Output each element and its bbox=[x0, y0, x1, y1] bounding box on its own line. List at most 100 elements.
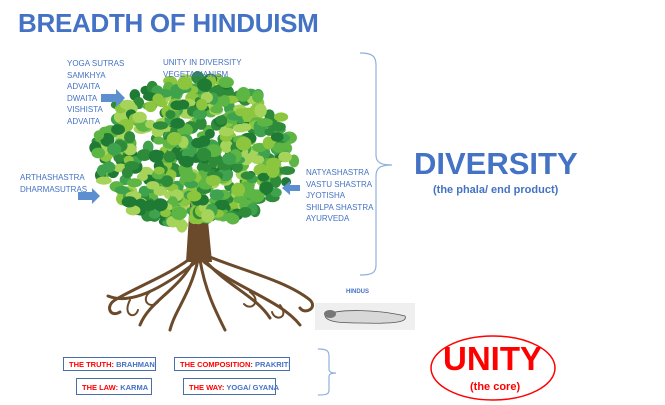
leaf bbox=[136, 172, 148, 182]
leaf bbox=[166, 132, 182, 146]
leaf bbox=[171, 206, 187, 220]
leaf bbox=[181, 148, 195, 159]
unity-subtitle: (the core) bbox=[470, 381, 521, 393]
leaf bbox=[236, 87, 251, 102]
box-key: THE WAY: bbox=[189, 383, 225, 392]
left-texts-list: ARTHASHASTRA DHARMASUTRAS bbox=[20, 172, 87, 195]
list-item: DHARMASUTRAS bbox=[20, 184, 88, 194]
leaf bbox=[235, 136, 252, 151]
leaf bbox=[240, 171, 255, 180]
leaf bbox=[204, 128, 215, 139]
leaf bbox=[152, 121, 168, 130]
leaf bbox=[114, 185, 130, 195]
leaf bbox=[219, 94, 230, 107]
leaf bbox=[170, 118, 185, 129]
leaf bbox=[165, 109, 176, 119]
list-item: AYURVEDA bbox=[306, 214, 350, 223]
list-item: UNITY IN DIVERSITY bbox=[163, 58, 242, 67]
canopy bbox=[89, 71, 300, 233]
leaf bbox=[196, 163, 212, 172]
leaf bbox=[232, 161, 243, 173]
leaf bbox=[125, 205, 141, 216]
leaf bbox=[186, 190, 202, 202]
leaf bbox=[179, 165, 193, 179]
leaf bbox=[256, 117, 273, 127]
leaf bbox=[271, 122, 286, 132]
leaf bbox=[198, 135, 211, 147]
leaf bbox=[218, 76, 234, 89]
arrow-left-icon bbox=[282, 181, 300, 195]
leaf bbox=[259, 181, 274, 195]
leaf bbox=[119, 99, 136, 110]
leaf bbox=[138, 185, 151, 197]
leaf bbox=[107, 143, 122, 156]
leaf bbox=[238, 206, 252, 218]
list-item: ARTHASHASTRA bbox=[20, 173, 85, 182]
box-value: BRAHMAN bbox=[116, 360, 155, 369]
leaf bbox=[146, 181, 160, 190]
leaf bbox=[170, 100, 186, 111]
leaf bbox=[222, 152, 237, 165]
unity-heading: UNITY bbox=[443, 340, 542, 377]
leaf bbox=[93, 130, 105, 141]
leaf bbox=[95, 176, 112, 185]
leaf bbox=[210, 105, 224, 114]
arrows bbox=[78, 89, 300, 204]
list-item: YOGA SUTRAS bbox=[67, 59, 125, 68]
leaf bbox=[153, 136, 165, 145]
list-item: ADVAITA bbox=[67, 82, 101, 91]
box-key: THE TRUTH: bbox=[69, 360, 114, 369]
leaf bbox=[161, 175, 174, 188]
slide-title: BREADTH OF HINDUISM bbox=[18, 8, 319, 38]
leaf bbox=[257, 172, 270, 182]
leaf bbox=[111, 124, 125, 135]
leaf bbox=[252, 142, 267, 153]
leaf bbox=[148, 149, 164, 163]
leaf bbox=[153, 166, 165, 175]
list-item: SHILPA SHASTRA bbox=[306, 202, 374, 212]
leaf bbox=[126, 178, 143, 188]
leaf bbox=[265, 157, 282, 170]
leaf bbox=[192, 108, 208, 120]
unity-bracket bbox=[317, 348, 337, 396]
list-item: ADVAITA bbox=[67, 116, 101, 126]
leaf bbox=[195, 117, 207, 130]
leaf bbox=[250, 155, 265, 165]
leaf bbox=[205, 175, 221, 186]
leaf bbox=[270, 174, 282, 188]
leaf bbox=[218, 127, 235, 137]
leaf bbox=[180, 157, 194, 168]
diversity-bracket bbox=[359, 52, 393, 276]
hindus-label: HINDUS bbox=[346, 289, 370, 295]
leaf bbox=[278, 151, 292, 163]
arrow-right-icon bbox=[101, 89, 125, 107]
list-item: NATYASHASTRA bbox=[306, 168, 370, 177]
leaf bbox=[121, 196, 137, 208]
leaf bbox=[242, 187, 258, 199]
box-key: THE LAW: bbox=[82, 383, 119, 392]
leaf bbox=[163, 151, 176, 163]
leaf bbox=[124, 160, 140, 171]
leaf bbox=[256, 165, 267, 175]
leaf bbox=[124, 131, 136, 144]
leaf bbox=[279, 166, 296, 176]
core-box-truth: THE TRUTH: BRAHMAN bbox=[63, 357, 156, 371]
core-box-way: THE WAY: YOGA/ GYANA bbox=[183, 378, 280, 395]
leaf bbox=[152, 198, 168, 212]
top-concepts-list: UNITY IN DIVERSITY VEGETARIANISM bbox=[163, 57, 242, 80]
philosophies-list: YOGA SUTRAS SAMKHYA ADVAITA DWAITA VISHI… bbox=[67, 58, 124, 127]
diversity-heading: DIVERSITY bbox=[414, 146, 578, 181]
leaf bbox=[196, 147, 212, 162]
leaf bbox=[177, 76, 193, 90]
leaf bbox=[196, 98, 208, 111]
leaf bbox=[252, 90, 264, 103]
list-item: DWAITA bbox=[67, 93, 98, 103]
diversity-subtitle: (the phala/ end product) bbox=[433, 184, 559, 196]
right-texts-list: NATYASHASTRA VASTU SHASTRA JYOTISHA SHIL… bbox=[306, 167, 373, 225]
box-value: YOGA/ GYANA bbox=[226, 383, 280, 392]
arrow-right-icon bbox=[78, 188, 100, 204]
leaf bbox=[231, 182, 246, 197]
leaf bbox=[223, 212, 238, 223]
